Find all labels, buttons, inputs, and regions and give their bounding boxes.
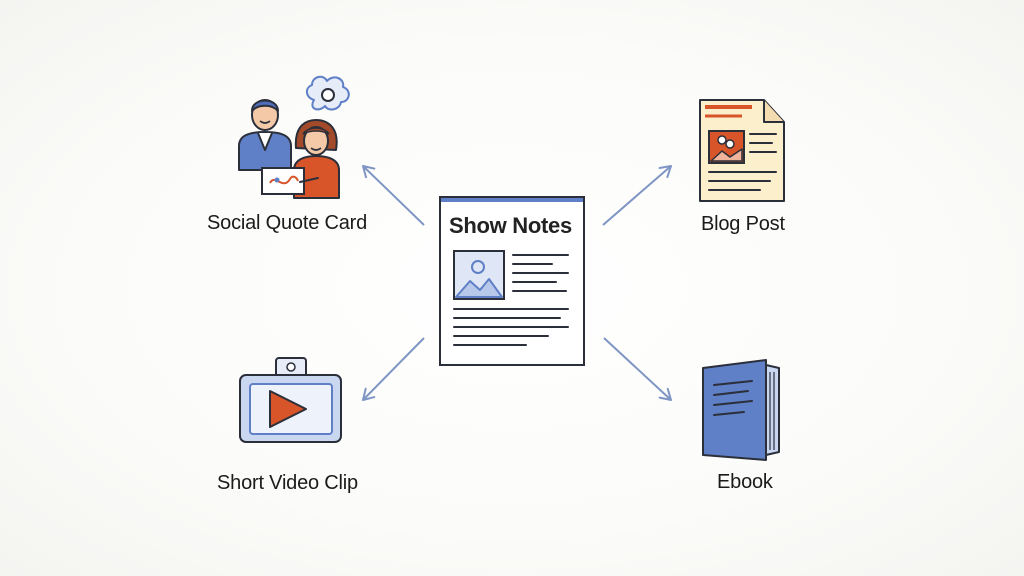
- arrow-to-ebook: [603, 337, 672, 401]
- book-icon: [702, 359, 780, 461]
- node-label-short-video-clip: Short Video Clip: [217, 472, 358, 494]
- node-label-blog-post: Blog Post: [701, 213, 785, 235]
- arrow-to-social-quote-card: [362, 165, 425, 226]
- document-with-image-icon: [453, 250, 505, 300]
- arrows: [362, 165, 672, 401]
- center-title: Show Notes: [449, 213, 572, 238]
- arrow-to-short-video-clip: [362, 337, 425, 401]
- video-player-icon: [239, 357, 342, 443]
- arrow-to-blog-post: [602, 165, 672, 226]
- people-presentation-icon: [238, 75, 350, 199]
- node-label-social-quote-card: Social Quote Card: [207, 212, 368, 234]
- node-label-ebook: Ebook: [717, 471, 773, 493]
- blog-page-icon: [699, 99, 785, 202]
- show-notes-document: [439, 196, 585, 366]
